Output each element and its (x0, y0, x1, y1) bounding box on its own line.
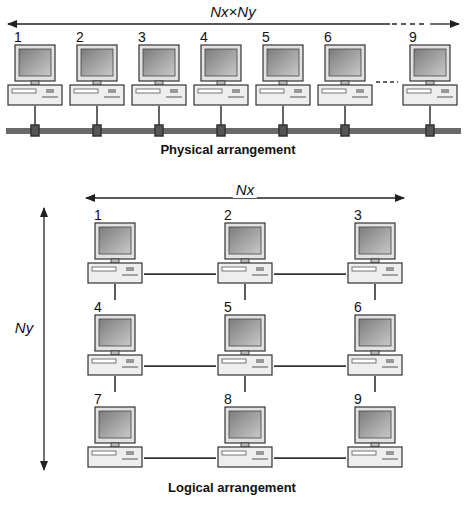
network-link (114, 376, 116, 392)
node-number: 3 (346, 208, 404, 222)
network-link (244, 376, 246, 392)
computer-node: 3 (130, 30, 188, 106)
computer-icon (346, 222, 404, 284)
network-link (374, 284, 376, 300)
computer-icon (401, 44, 459, 106)
network-link (374, 376, 376, 392)
computer-node: 6 (346, 300, 404, 376)
node-number: 4 (192, 30, 250, 44)
node-number: 3 (130, 30, 188, 44)
network-link (114, 284, 116, 300)
caption-label: Physical arrangement (157, 142, 298, 158)
computer-icon (86, 222, 144, 284)
node-number: 8 (216, 392, 274, 406)
bus (6, 106, 461, 136)
dimension-label: Nx (233, 182, 257, 198)
node-number: 6 (346, 300, 404, 314)
network-link (144, 365, 216, 367)
network-link (274, 273, 346, 275)
dimension-label: Nx×Ny (207, 4, 258, 20)
node-number: 7 (86, 392, 144, 406)
dimension-label: Ny (12, 320, 36, 336)
node-number: 2 (68, 30, 126, 44)
computer-icon (254, 44, 312, 106)
computer-node: 8 (216, 392, 274, 468)
computer-node: 1 (86, 208, 144, 284)
computer-icon (346, 406, 404, 468)
computer-node: 7 (86, 392, 144, 468)
computer-node: 3 (346, 208, 404, 284)
computer-node: 2 (68, 30, 126, 106)
computer-node: 4 (86, 300, 144, 376)
computer-icon (6, 44, 64, 106)
node-number: 1 (86, 208, 144, 222)
node-number: 5 (216, 300, 274, 314)
node-number: 5 (254, 30, 312, 44)
computer-icon (216, 314, 274, 376)
computer-node: 1 (6, 30, 64, 106)
network-link (274, 365, 346, 367)
node-number: 2 (216, 208, 274, 222)
computer-node: 5 (216, 300, 274, 376)
network-link (144, 457, 216, 459)
node-number: 4 (86, 300, 144, 314)
dimension-arrow (8, 23, 459, 24)
node-number: 9 (401, 30, 459, 44)
computer-node: 6 (316, 30, 374, 106)
computer-node: 5 (254, 30, 312, 106)
node-number: 6 (316, 30, 374, 44)
computer-icon (216, 406, 274, 468)
computer-icon (316, 44, 374, 106)
computer-icon (216, 222, 274, 284)
network-link (244, 284, 246, 300)
gap-dashes (376, 81, 398, 83)
network-link (274, 457, 346, 459)
computer-icon (86, 406, 144, 468)
computer-node: 4 (192, 30, 250, 106)
computer-icon (68, 44, 126, 106)
computer-icon (86, 314, 144, 376)
computer-node: 2 (216, 208, 274, 284)
caption-label: Logical arrangement (165, 480, 299, 496)
computer-node: 9 (401, 30, 459, 106)
dimension-arrow (43, 208, 44, 470)
computer-icon (346, 314, 404, 376)
network-link (144, 273, 216, 275)
computer-icon (130, 44, 188, 106)
node-number: 9 (346, 392, 404, 406)
computer-icon (192, 44, 250, 106)
node-number: 1 (6, 30, 64, 44)
computer-node: 9 (346, 392, 404, 468)
